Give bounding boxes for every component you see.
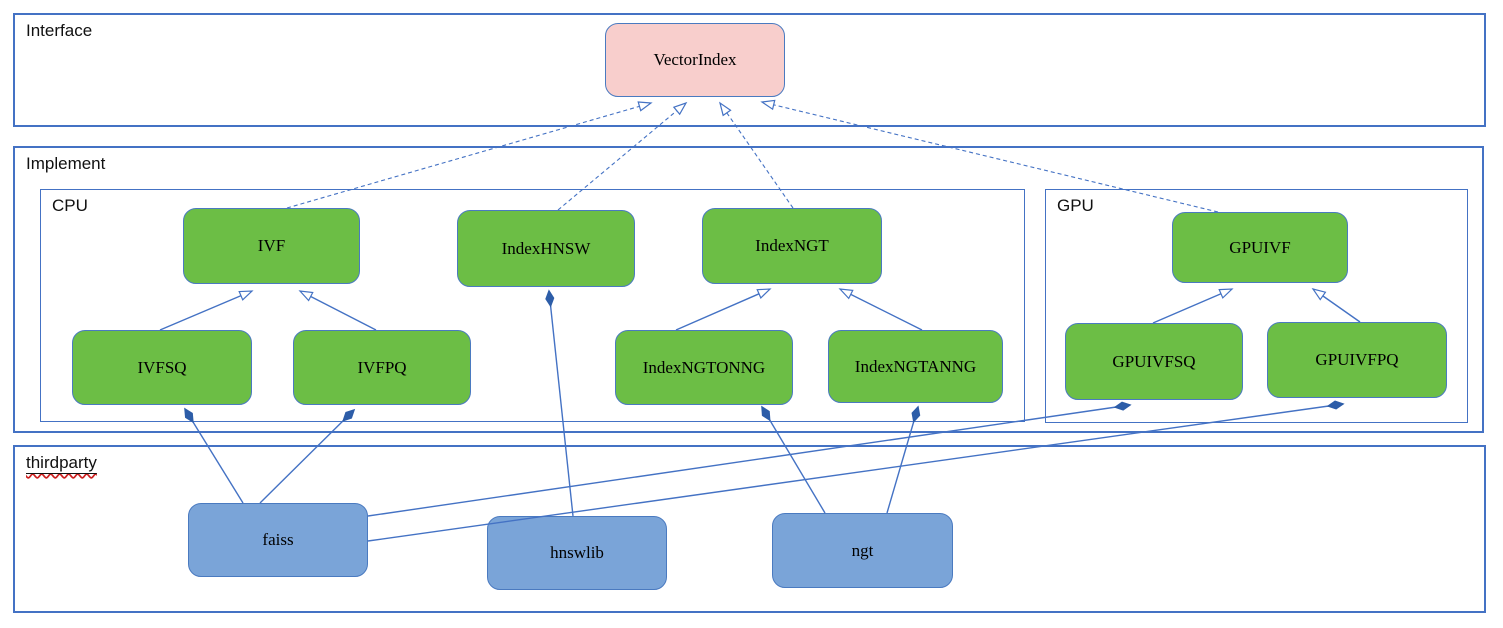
node-label-gpuivfpq: GPUIVFPQ <box>1315 350 1399 369</box>
node-label-ivf: IVF <box>257 236 286 255</box>
section-label-thirdparty: thirdparty <box>26 453 97 473</box>
node-gpuivfpq[interactable]: GPUIVFPQ <box>1267 322 1447 398</box>
section-label-implement: Implement <box>26 154 106 173</box>
node-ivfsq[interactable]: IVFSQ <box>72 330 252 405</box>
node-faiss[interactable]: faiss <box>188 503 368 577</box>
node-gpuivf[interactable]: GPUIVF <box>1172 212 1348 283</box>
section-label-cpu: CPU <box>52 196 88 215</box>
node-label-indexngtanng: IndexNGTANNG <box>854 356 977 376</box>
section-label-text-thirdparty: thirdparty <box>26 453 97 472</box>
node-label-ngt: ngt <box>851 540 874 560</box>
node-hnswlib[interactable]: hnswlib <box>487 516 667 590</box>
node-label-indexhnsw: IndexHNSW <box>501 238 591 258</box>
node-ivf[interactable]: IVF <box>183 208 360 284</box>
node-vectorindex[interactable]: VectorIndex <box>605 23 785 97</box>
section-label-interface: Interface <box>26 21 93 40</box>
node-indexngt[interactable]: IndexNGT <box>702 208 882 284</box>
node-label-gpuivfsq: GPUIVFSQ <box>1112 351 1196 371</box>
node-label-vectorindex: VectorIndex <box>653 50 737 69</box>
node-label-ivfsq: IVFSQ <box>137 357 187 377</box>
node-ivfpq[interactable]: IVFPQ <box>293 330 471 405</box>
node-gpuivfsq[interactable]: GPUIVFSQ <box>1065 323 1243 400</box>
node-label-ivfpq: IVFPQ <box>357 357 407 377</box>
node-indexngtanng[interactable]: IndexNGTANNG <box>828 330 1003 403</box>
node-indexhnsw[interactable]: IndexHNSW <box>457 210 635 287</box>
node-ngt[interactable]: ngt <box>772 513 953 588</box>
node-label-faiss: faiss <box>262 530 294 549</box>
section-label-gpu: GPU <box>1057 196 1094 215</box>
node-label-gpuivf: GPUIVF <box>1229 237 1291 257</box>
node-label-indexngt: IndexNGT <box>755 236 829 255</box>
node-label-indexngtonng: IndexNGTONNG <box>642 357 766 377</box>
node-label-hnswlib: hnswlib <box>550 543 604 562</box>
node-indexngtonng[interactable]: IndexNGTONNG <box>615 330 793 405</box>
